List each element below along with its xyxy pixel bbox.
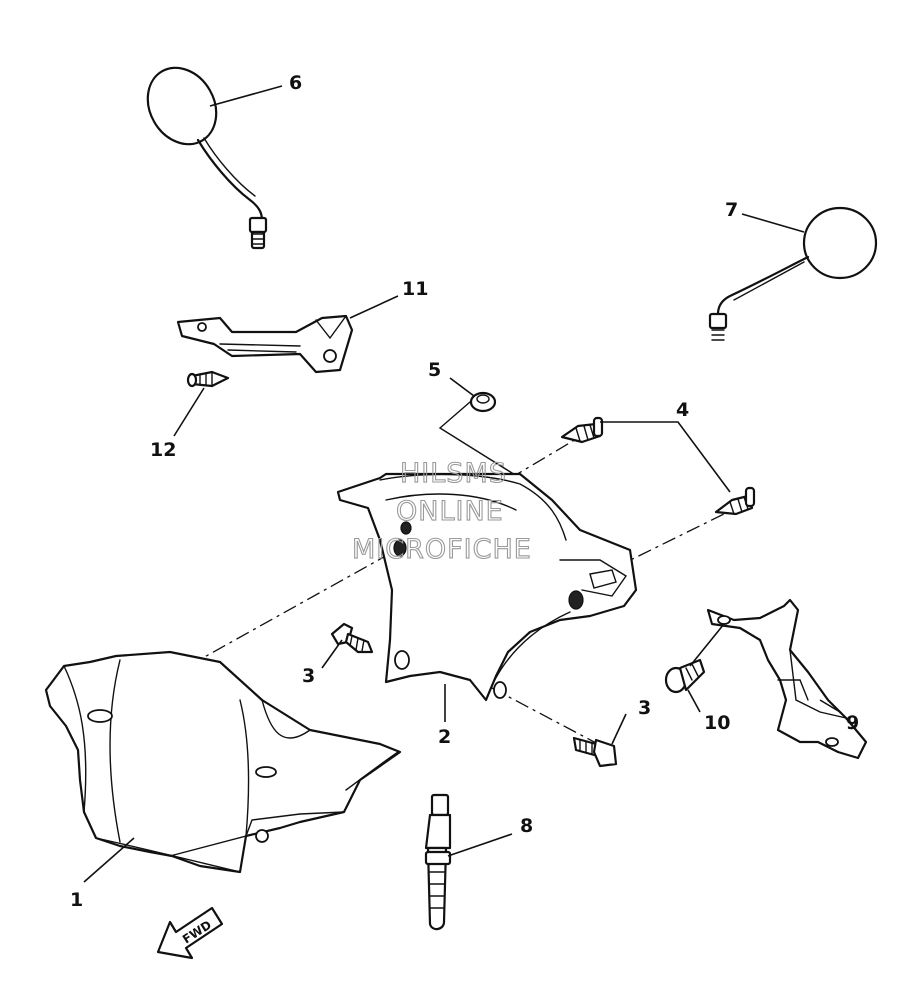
screw-12 bbox=[186, 370, 230, 388]
fwd-arrow: FWD bbox=[156, 906, 224, 960]
callout-3-right: 3 bbox=[638, 697, 651, 719]
cable-tie bbox=[424, 793, 452, 931]
watermark-line-3: MICROFICHE bbox=[352, 534, 532, 565]
upper-bracket bbox=[176, 314, 354, 374]
screw-4-lower bbox=[714, 486, 756, 516]
right-mirror bbox=[708, 206, 878, 341]
callout-5: 5 bbox=[428, 359, 441, 381]
callout-12: 12 bbox=[150, 439, 176, 461]
watermark-line-2: ONLINE bbox=[396, 496, 504, 527]
callout-6: 6 bbox=[289, 72, 302, 94]
watermark: HILSMS ONLINE MICROFICHE bbox=[351, 457, 532, 565]
front-cover bbox=[44, 650, 402, 874]
callout-3-left: 3 bbox=[302, 665, 315, 687]
callout-11: 11 bbox=[402, 278, 428, 300]
left-mirror bbox=[146, 66, 268, 250]
leader-lines bbox=[83, 85, 841, 883]
inner-cover bbox=[336, 472, 638, 702]
screw-4-upper bbox=[560, 416, 604, 444]
callout-2: 2 bbox=[438, 726, 451, 748]
callout-9: 9 bbox=[846, 712, 859, 734]
lower-bracket bbox=[706, 598, 868, 760]
callout-1: 1 bbox=[70, 889, 83, 911]
bolt-3-left bbox=[330, 622, 374, 654]
watermark-line-1: HILSMS bbox=[400, 458, 507, 489]
callout-7: 7 bbox=[725, 199, 738, 221]
callout-10: 10 bbox=[704, 712, 730, 734]
callout-8: 8 bbox=[520, 815, 533, 837]
screw-10 bbox=[664, 658, 706, 694]
grommet-5 bbox=[469, 391, 497, 413]
callout-4: 4 bbox=[676, 399, 689, 421]
bolt-3-right bbox=[572, 736, 618, 768]
callouts: 6 7 11 12 5 4 3 3 2 1 8 9 10 bbox=[70, 72, 859, 911]
